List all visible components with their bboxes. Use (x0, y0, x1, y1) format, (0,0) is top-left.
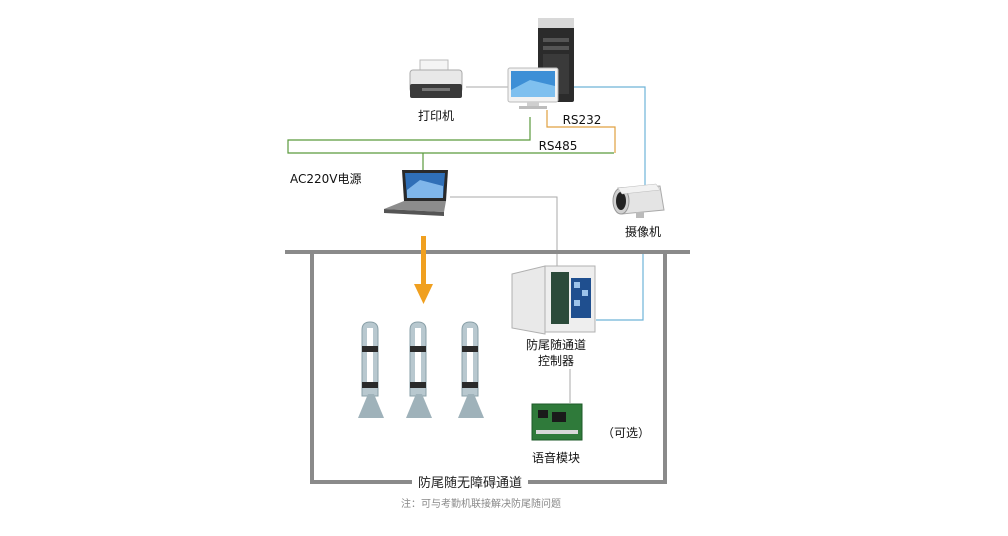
rs232-line (546, 110, 616, 153)
security-gate-1-icon (358, 321, 384, 418)
controller-label-line1: 防尾随通道 (526, 337, 586, 352)
security-gate-3-icon (458, 321, 484, 418)
power-label: AC220V电源 (290, 172, 362, 186)
rs485-label: RS485 (539, 139, 578, 153)
pc-icon (507, 18, 574, 109)
camera-pc-line (573, 86, 646, 185)
camera-label: 摄像机 (625, 224, 661, 239)
printer-icon (409, 59, 463, 98)
camera-icon (612, 183, 665, 218)
laptop-controller-line (450, 196, 558, 272)
region-frame (310, 252, 412, 484)
optional-label: （可选） (602, 426, 650, 440)
voice-module-label: 语音模块 (532, 450, 580, 465)
region-frame-right (528, 252, 667, 484)
down-arrow-icon (414, 236, 433, 304)
rs232-label: RS232 (563, 113, 602, 127)
voice-module-icon (531, 403, 583, 441)
camera-controller-line (596, 252, 644, 321)
controller-label-line2: 控制器 (538, 354, 574, 368)
footnote: 注：可与考勤机联接解决防尾随问题 (401, 497, 561, 510)
controller-icon (511, 265, 596, 335)
rs485-line (287, 117, 614, 154)
security-gate-2-icon (406, 321, 432, 418)
region-title: 防尾随无障碍通道 (418, 475, 522, 491)
laptop-icon (384, 170, 448, 216)
printer-label: 打印机 (418, 109, 454, 123)
